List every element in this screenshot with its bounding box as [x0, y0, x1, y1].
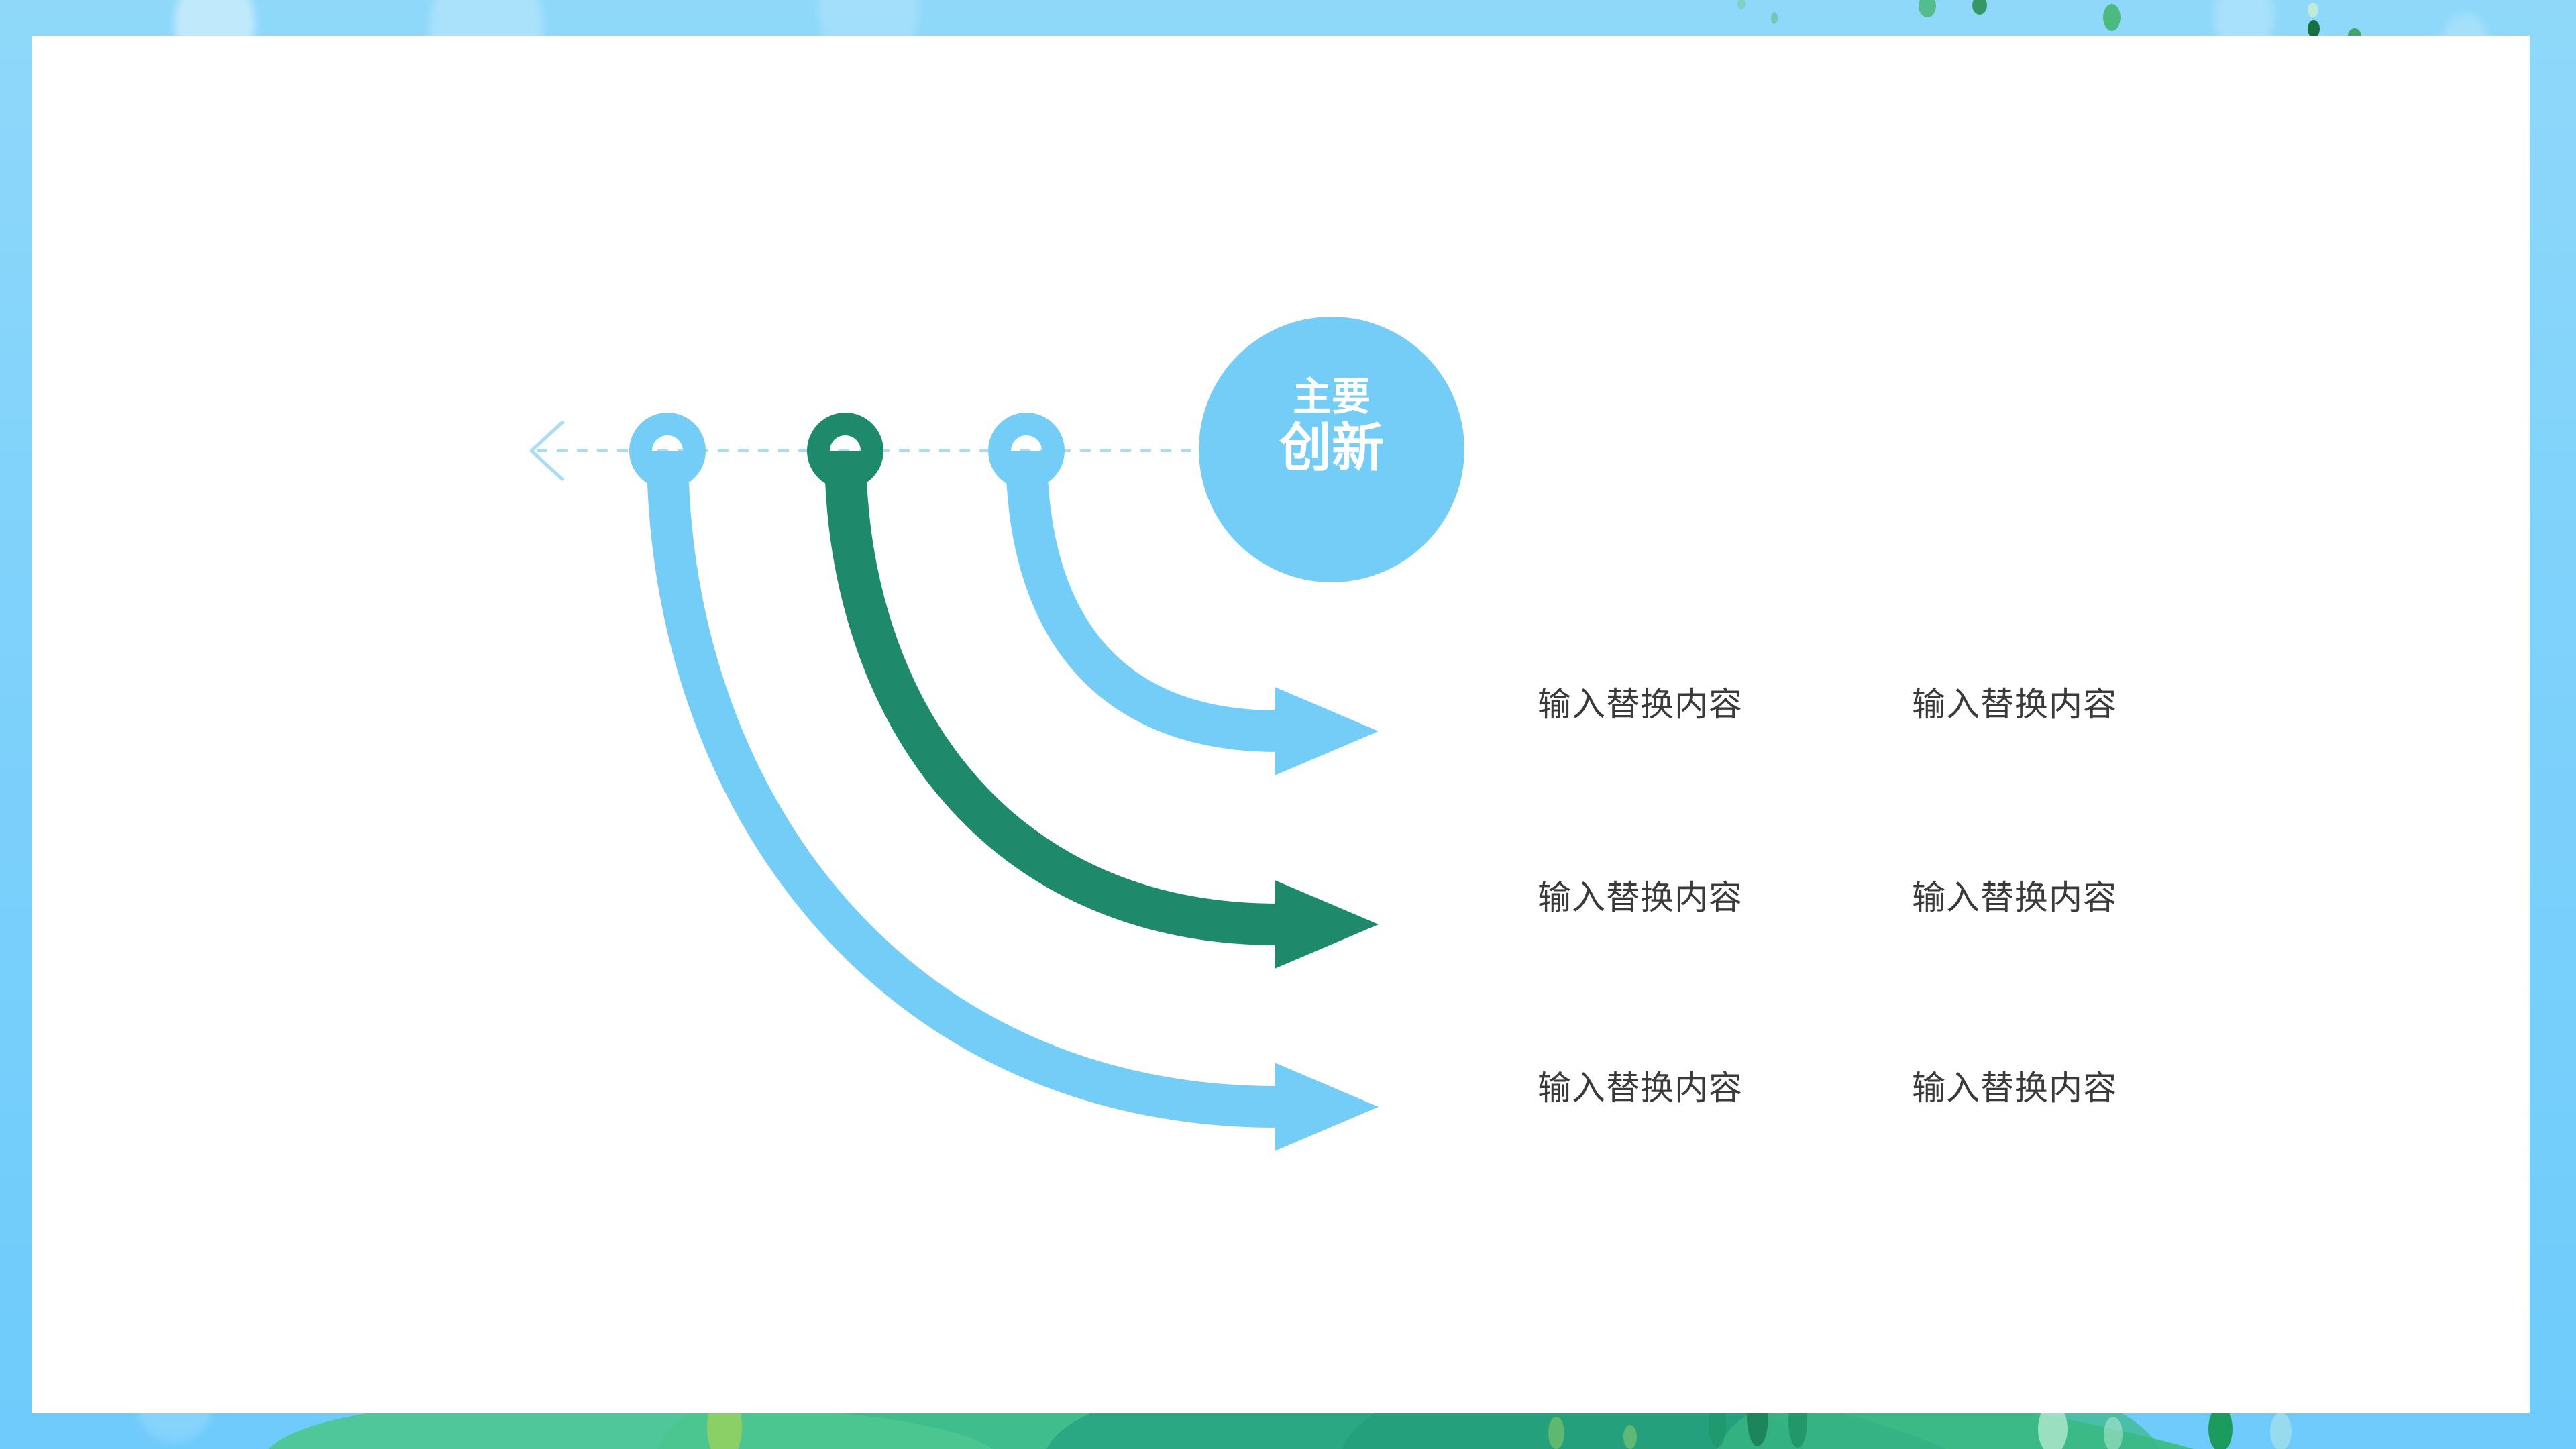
slide-card	[32, 36, 2530, 1413]
leaf-speck-icon	[2103, 4, 2121, 31]
row-3-secondary-label[interactable]: 输入替换内容	[1912, 1069, 2117, 1107]
row-1-secondary-label[interactable]: 输入替换内容	[1912, 686, 2117, 723]
badge-title-line1: 主要	[1292, 375, 1371, 419]
row-2-secondary-label[interactable]: 输入替换内容	[1912, 879, 2117, 916]
leaf-speck-icon	[2308, 20, 2320, 38]
leaf-speck-icon	[1919, 0, 1936, 17]
row-1-primary-label[interactable]: 输入替换内容	[1538, 686, 1743, 723]
row-2-primary-label[interactable]: 输入替换内容	[1538, 879, 1743, 916]
leaf-speck-icon	[1771, 12, 1778, 24]
row-3-primary-label[interactable]: 输入替换内容	[1538, 1069, 1743, 1107]
leaf-speck-icon	[1972, 0, 1987, 15]
badge-title-line2: 创新	[1279, 418, 1384, 477]
leaf-speck-icon	[2308, 3, 2318, 17]
leaf-speck-icon	[1737, 0, 1746, 9]
